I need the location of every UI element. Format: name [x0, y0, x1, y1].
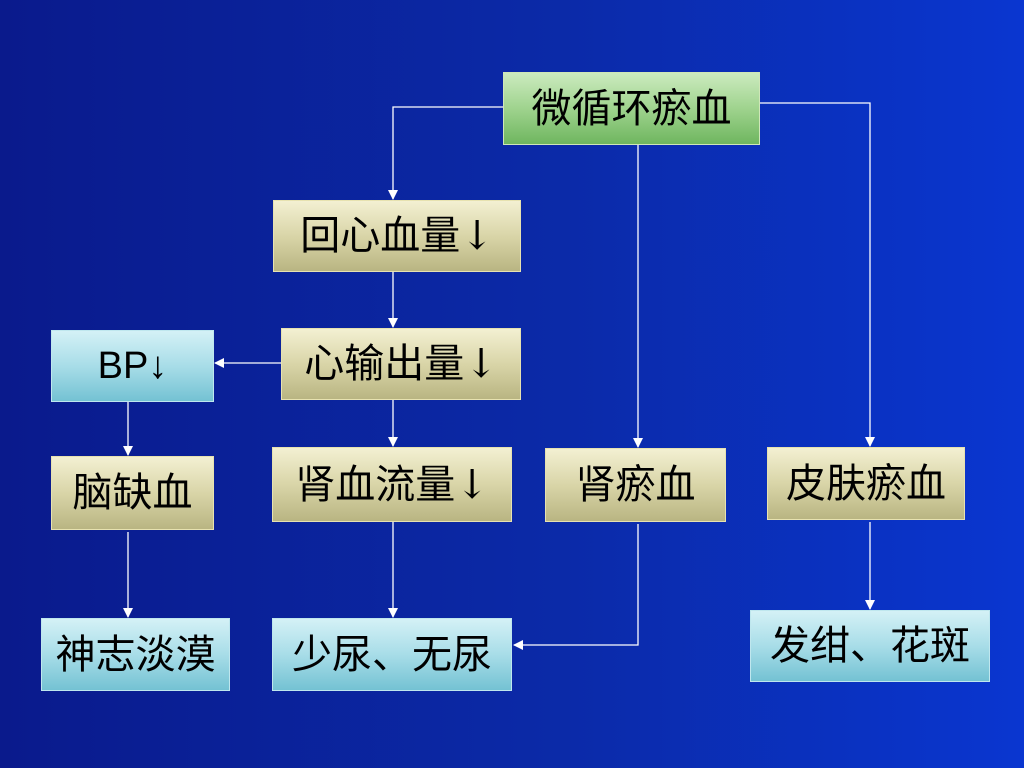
arrow-stasis-to-skin-stasis	[760, 102, 875, 447]
node-cyanosis-mottling: 发绀、花斑	[750, 610, 990, 682]
node-skin-stasis: 皮肤瘀血	[767, 447, 965, 520]
node-renal-blood-flow-down: 肾血流量↓	[272, 447, 512, 522]
arrow-renal-stasis-to-oliguria	[513, 524, 639, 650]
node-venous-return-down: 回心血量↓	[273, 200, 521, 272]
node-bp-down: BP↓	[51, 330, 214, 402]
node-renal-stasis: 肾瘀血	[545, 448, 726, 522]
node-cardiac-output-down: 心输出量↓	[281, 328, 521, 400]
node-mental-apathy: 神志淡漠	[41, 618, 230, 691]
node-oliguria-anuria: 少尿、无尿	[272, 618, 512, 691]
node-brain-ischemia: 脑缺血	[51, 456, 214, 530]
arrow-stasis-to-venous-return	[388, 106, 503, 200]
node-microcirculation-stasis: 微循环瘀血	[503, 72, 760, 145]
